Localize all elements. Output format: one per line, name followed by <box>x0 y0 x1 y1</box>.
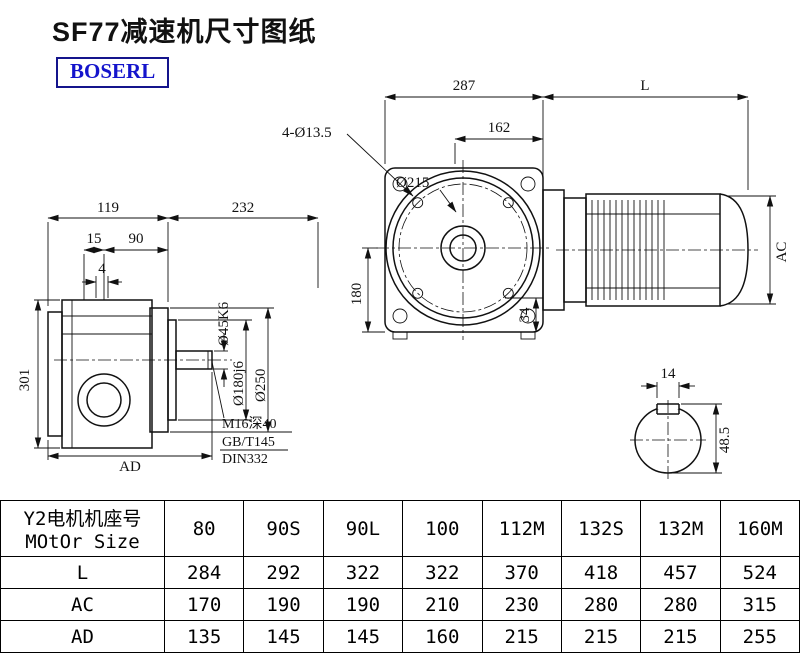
table-cell: 457 <box>640 556 721 589</box>
table-cell: 418 <box>560 556 642 589</box>
row-label: L <box>0 556 165 589</box>
table-cell: 215 <box>481 620 562 653</box>
table-row-AD: AD 135 145 145 160 215 215 215 255 <box>0 620 800 653</box>
shaft-section-view: 14 48.5 <box>630 366 733 482</box>
table-cell: 135 <box>163 620 245 653</box>
table-cell: 322 <box>322 556 404 589</box>
motor-view: AC <box>542 189 790 311</box>
drawing-area: 119 232 15 90 4 301 AD Ø45K6 Ø180j6 Ø250… <box>17 78 790 482</box>
table-cell: 230 <box>481 588 562 621</box>
motor-dimensions <box>726 195 776 305</box>
dim-90-label: 90 <box>129 231 144 247</box>
table-cell: 190 <box>322 588 404 621</box>
shaft-section-dimensions <box>641 382 722 474</box>
tap-note-line2: GB/T145 <box>222 435 275 450</box>
dim-232-label: 232 <box>232 200 255 216</box>
table-cell: 255 <box>719 620 800 653</box>
table-cell: 160 <box>402 620 483 653</box>
shaft-diameter-label: Ø45K6 <box>216 301 232 346</box>
dim-4-label: 4 <box>98 261 106 277</box>
dim-287-label: 287 <box>453 78 476 94</box>
dia-215-label: Ø215 <box>396 175 429 191</box>
dim-AC-label: AC <box>774 242 790 263</box>
dim-15-label: 15 <box>87 231 102 247</box>
brand-logo: BOSERL <box>56 57 170 88</box>
table-row-L: L 284 292 322 322 370 418 457 524 <box>0 556 800 589</box>
tap-note-line3: DIN332 <box>222 452 268 467</box>
table-cell: 370 <box>481 556 562 589</box>
front-view: 287 L 162 4-Ø13.5 Ø215 180 34 <box>282 78 749 340</box>
dim-L-label: L <box>640 78 649 94</box>
dim-119-label: 119 <box>97 200 119 216</box>
header-line1: Y2电机机座号 <box>23 508 142 530</box>
table-cell-size: 160M <box>719 500 800 557</box>
technical-drawing: 119 232 15 90 4 301 AD Ø45K6 Ø180j6 Ø250… <box>17 78 790 482</box>
tap-note-line1: M16深40 <box>222 416 276 432</box>
dim-162-label: 162 <box>488 120 511 136</box>
table-cell-size: 132M <box>640 500 721 557</box>
page-title: SF77减速机尺寸图纸 <box>52 17 317 47</box>
header-motor-frame-cell: Y2电机机座号 MOtOr Size <box>0 500 165 557</box>
key-height-label: 48.5 <box>717 427 733 453</box>
table-cell-size: 100 <box>402 500 483 557</box>
dim-301-label: 301 <box>17 369 33 392</box>
table-cell: 190 <box>243 588 324 621</box>
dim-180-label: 180 <box>349 283 365 306</box>
gearbox-side-outline <box>47 299 213 449</box>
table-cell: 322 <box>402 556 483 589</box>
table-cell: 215 <box>640 620 721 653</box>
table-cell: 524 <box>719 556 800 589</box>
row-label: AD <box>0 620 165 653</box>
bolt-holes-label: 4-Ø13.5 <box>282 125 332 141</box>
dim-34-label: 34 <box>517 307 533 323</box>
table-cell: 170 <box>163 588 245 621</box>
key-width-label: 14 <box>661 366 677 382</box>
table-cell: 292 <box>243 556 324 589</box>
spigot-diameter-label: Ø180j6 <box>231 361 247 407</box>
dim-AD-label: AD <box>119 459 141 475</box>
side-view: 119 232 15 90 4 301 AD Ø45K6 Ø180j6 Ø250… <box>17 200 319 475</box>
side-view-dimensions <box>34 214 319 460</box>
table-cell: 315 <box>719 588 800 621</box>
housing-front-outline <box>384 167 544 333</box>
table-cell: 145 <box>243 620 324 653</box>
table-cell: 280 <box>640 588 721 621</box>
front-view-dimensions <box>346 93 749 333</box>
table-row-AC: AC 170 190 190 210 230 280 280 315 <box>0 588 800 621</box>
table-cell-size: 90L <box>322 500 404 557</box>
table-cell: 280 <box>560 588 642 621</box>
gearbox-side-details <box>62 300 209 448</box>
table-cell-size: 112M <box>481 500 562 557</box>
table-header-row: Y2电机机座号 MOtOr Size 80 90S 90L 100 112M 1… <box>0 500 800 557</box>
table-cell: 215 <box>560 620 642 653</box>
table-cell: 210 <box>402 588 483 621</box>
table-cell-size: 132S <box>560 500 642 557</box>
flange-diameter-label: Ø250 <box>253 369 269 402</box>
motor-size-table: Y2电机机座号 MOtOr Size 80 90S 90L 100 112M 1… <box>0 500 800 653</box>
row-label: AC <box>0 588 165 621</box>
table-cell: 145 <box>322 620 404 653</box>
table-cell-size: 90S <box>243 500 324 557</box>
table-cell-size: 80 <box>163 500 245 557</box>
header-line2: MOtOr Size <box>25 531 140 553</box>
table-cell: 284 <box>163 556 245 589</box>
